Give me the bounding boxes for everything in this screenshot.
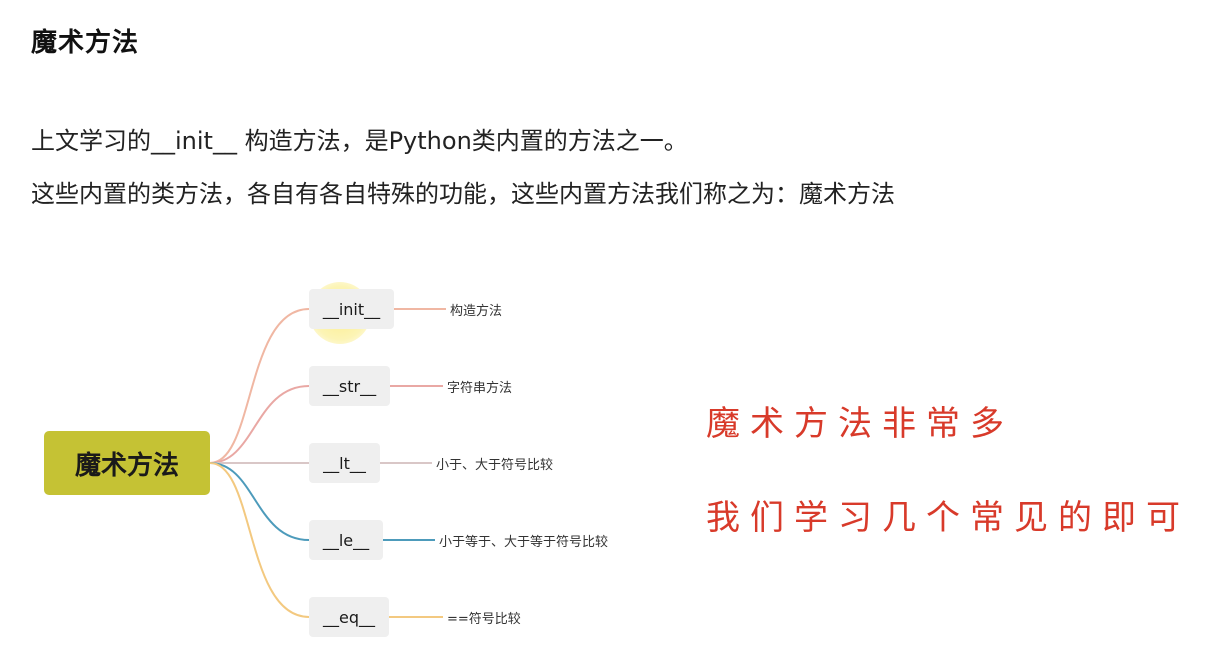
note-learn-common-ones: 我们学习几个常见的即可 (706, 498, 1190, 538)
method-node-str: __str__ (309, 366, 390, 406)
method-desc-init: 构造方法 (450, 304, 503, 319)
connector-str (209, 385, 310, 464)
method-desc-str: 字符串方法 (447, 381, 513, 396)
connector-eq (209, 462, 310, 618)
method-desc-le: 小于等于、大于等于符号比较 (439, 535, 609, 550)
method-node-lt: __lt__ (309, 443, 380, 483)
root-node: 魔术方法 (44, 431, 210, 495)
connector-le (209, 462, 310, 541)
method-node-eq: __eq__ (309, 597, 389, 637)
page-title: 魔术方法 (31, 28, 140, 58)
intro-paragraph-2: 这些内置的类方法，各自有各自特殊的功能，这些内置方法我们称之为：魔术方法 (31, 180, 895, 208)
method-desc-eq: ==符号比较 (447, 612, 521, 627)
note-many-magic-methods: 魔术方法非常多 (706, 404, 1014, 444)
connector-init (209, 308, 310, 464)
method-node-init: __init__ (309, 289, 394, 329)
method-node-le: __le__ (309, 520, 383, 560)
intro-paragraph-1: 上文学习的__init__ 构造方法，是Python类内置的方法之一。 (31, 127, 688, 155)
method-desc-lt: 小于、大于符号比较 (436, 458, 554, 473)
